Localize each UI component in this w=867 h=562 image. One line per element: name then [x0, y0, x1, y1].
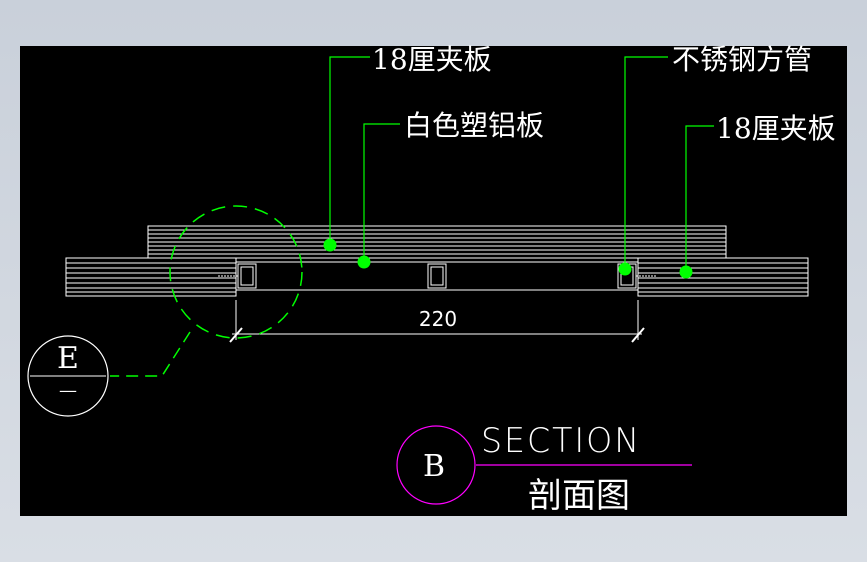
leader-plywood-left [329, 56, 370, 245]
section-marker-circle [396, 425, 476, 505]
cad-viewport[interactable] [20, 46, 847, 516]
dimension-220 [229, 300, 645, 343]
square-tube-center [427, 263, 447, 289]
left-plywood-strip [65, 257, 237, 297]
square-tube-left [237, 263, 257, 289]
panel-geometry [65, 225, 809, 297]
label-plywood-right: 18厘夹板 [716, 112, 836, 145]
leader-dots [323, 238, 693, 279]
label-stainless-tube: 不锈钢方管 [672, 43, 812, 76]
aluminum-panel [236, 261, 638, 291]
top-plywood-board [147, 225, 727, 259]
leader-dot-stainless [618, 262, 632, 276]
dimension-text: 220 [419, 307, 457, 331]
right-plywood-strip [637, 257, 809, 297]
detail-marker-circle [27, 335, 109, 417]
section-marker [396, 425, 692, 505]
leader-stainless [624, 56, 668, 269]
section-title-cn: 剖面图 [528, 476, 630, 516]
leader-dot-plywood-right [679, 265, 693, 279]
detail-callout [27, 205, 303, 417]
detail-leader [110, 331, 191, 377]
leader-lines [329, 56, 714, 272]
leader-plywood-right [685, 125, 714, 272]
detail-marker-letter: E [57, 341, 79, 376]
section-marker-letter: B [423, 449, 445, 484]
label-white-plastic-aluminum: 白色塑铝板 [404, 109, 544, 142]
section-title-en: SECTION [481, 421, 641, 461]
detail-circle [169, 205, 303, 339]
label-plywood-left: 18厘夹板 [372, 43, 492, 76]
leader-aluminum [363, 123, 400, 262]
detail-marker-sheet: — [59, 380, 77, 401]
leader-dot-plywood-left [323, 238, 337, 252]
leader-dot-aluminum [357, 255, 371, 269]
